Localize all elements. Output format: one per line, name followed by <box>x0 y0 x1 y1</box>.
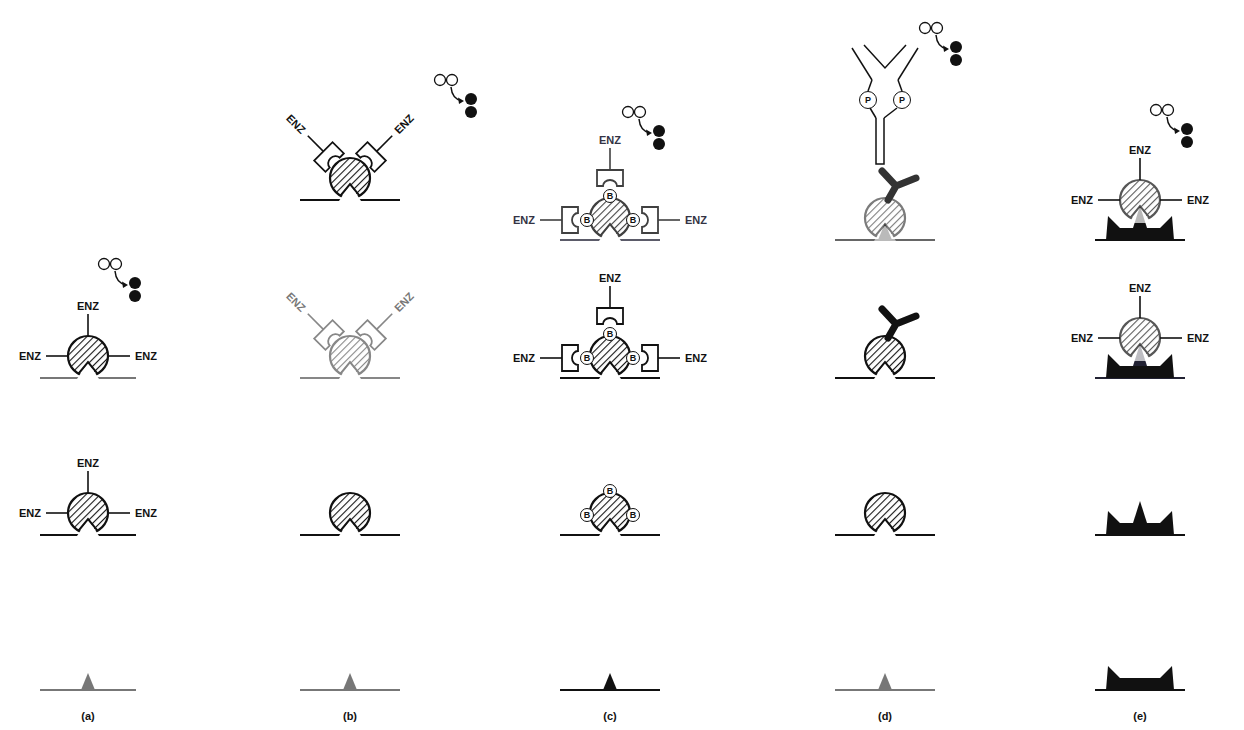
enzyme-label: ENZ <box>1187 332 1209 344</box>
node-text: B <box>607 192 614 201</box>
panel-b-row3 <box>300 493 400 536</box>
substrate-symbol <box>623 107 666 151</box>
node-text: B <box>607 330 614 339</box>
enzyme-label: ENZ <box>392 112 416 136</box>
enzyme-label: ENZ <box>685 352 707 364</box>
enzyme-label: ENZ <box>284 112 308 136</box>
node-text: P <box>899 96 905 105</box>
enzyme-label: ENZ <box>135 350 157 362</box>
node-text: B <box>630 511 637 520</box>
enzyme-label: ENZ <box>599 272 621 284</box>
biotin-circle: B <box>626 351 640 365</box>
panel-e-row3 <box>1095 501 1185 535</box>
biotin-circle: B <box>603 189 617 203</box>
node-text: B <box>584 354 591 363</box>
enzyme-label: ENZ <box>19 507 41 519</box>
enzyme-label: ENZ <box>1129 144 1151 156</box>
enzyme-label: ENZ <box>77 300 99 312</box>
biotin-circle: B <box>580 213 594 227</box>
panel-e-row1 <box>1095 105 1193 241</box>
panel-c-row3 <box>560 493 660 536</box>
biotin-circle: B <box>580 508 594 522</box>
enzyme-label: ENZ <box>392 290 416 314</box>
enzyme-label: ENZ <box>1129 282 1151 294</box>
enzyme-label: ENZ <box>599 134 621 146</box>
panel-c-row2 <box>540 286 680 379</box>
enzyme-label: ENZ <box>1071 194 1093 206</box>
peroxidase-circle: P <box>893 91 911 109</box>
panel-c-row1 <box>540 148 680 241</box>
panel-b-row1 <box>299 75 477 202</box>
panel-letter: (d) <box>878 710 892 722</box>
panel-d-row3 <box>835 493 935 536</box>
panel-letter: (c) <box>603 710 616 722</box>
enzyme-label: ENZ <box>513 214 535 226</box>
panel-d-row1 <box>835 23 962 242</box>
node-text: B <box>607 487 614 496</box>
enzyme-label: ENZ <box>1187 194 1209 206</box>
panel-d-row2 <box>835 309 935 379</box>
peroxidase-circle: P <box>859 91 877 109</box>
panel-a-row2 <box>40 259 141 380</box>
node-text: P <box>865 96 871 105</box>
biotin-circle: B <box>580 351 594 365</box>
node-text: B <box>630 354 637 363</box>
node-text: B <box>630 216 637 225</box>
panel-letter: (e) <box>1133 710 1146 722</box>
enzyme-label: ENZ <box>135 507 157 519</box>
enzyme-label: ENZ <box>19 350 41 362</box>
panel-b-row2 <box>299 305 402 379</box>
node-text: B <box>584 511 591 520</box>
biotin-circle: B <box>626 508 640 522</box>
biotin-circle: B <box>626 213 640 227</box>
enzyme-label: ENZ <box>1071 332 1093 344</box>
panel-row4 <box>40 666 1185 690</box>
panel-letter: (b) <box>343 710 357 722</box>
node-text: B <box>584 216 591 225</box>
panel-e-row2 <box>1095 296 1185 378</box>
enzyme-label: ENZ <box>77 457 99 469</box>
enzyme-label: ENZ <box>284 290 308 314</box>
enzyme-label: ENZ <box>513 352 535 364</box>
biotin-circle: B <box>603 327 617 341</box>
enzyme-label: ENZ <box>685 214 707 226</box>
panel-letter: (a) <box>81 710 94 722</box>
panel-a-row3 <box>40 471 136 536</box>
biotin-circle: B <box>603 484 617 498</box>
